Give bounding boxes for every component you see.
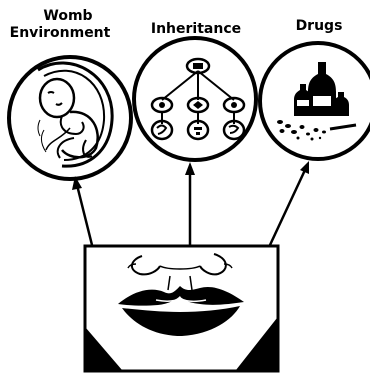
fetus-icon [38,63,112,166]
lips [118,286,244,336]
mouth-panel [85,246,278,371]
bottles-and-pills-icon [277,62,356,141]
family-tree-icon [152,59,244,139]
jaw-shadow-right [236,318,277,370]
label-drugs: Drugs [296,18,343,34]
label-inheritance: Inheritance [151,21,241,37]
label-womb-line1: Womb [43,8,92,24]
womb-circle [9,57,131,179]
arrow-head-inheritance [185,162,195,175]
arrows [72,161,309,245]
inheritance-circle [134,38,256,160]
jaw-shadow-left [86,328,122,370]
label-womb-line2: Environment [10,25,111,41]
drugs-circle [260,43,370,159]
